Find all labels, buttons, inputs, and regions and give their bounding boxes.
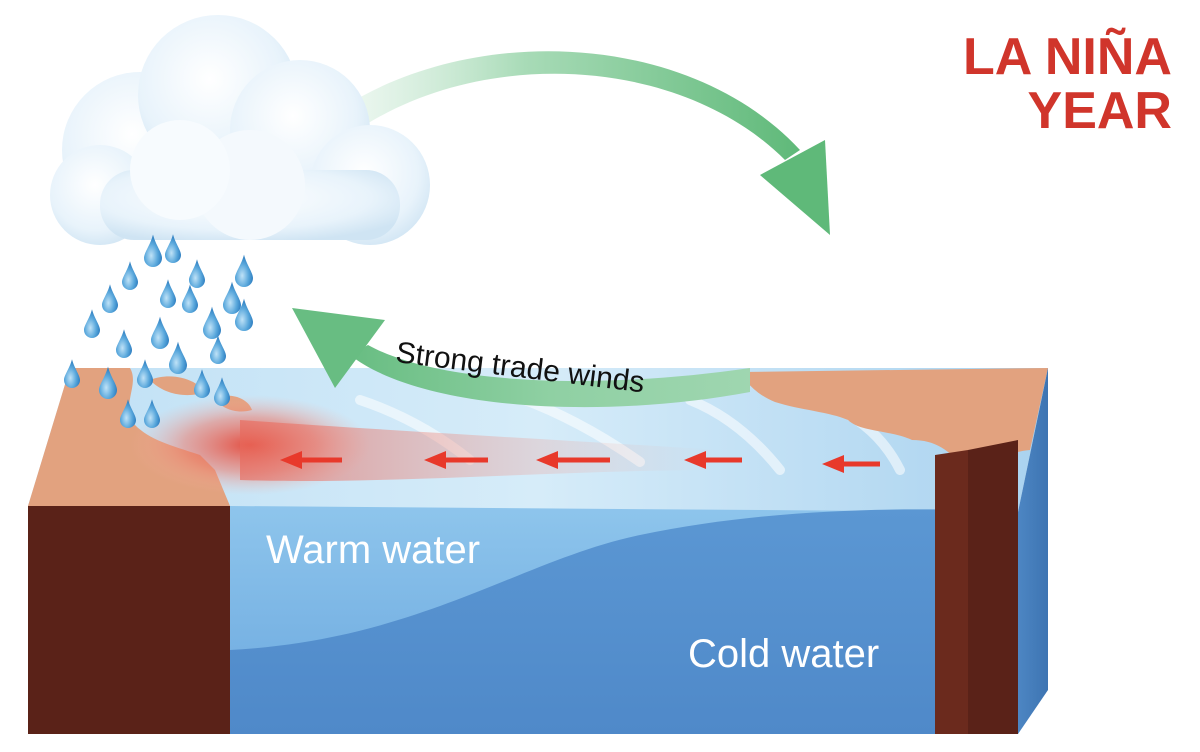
raindrop-icon xyxy=(84,309,100,338)
raindrop-icon xyxy=(189,259,205,288)
cold-water-label: Cold water xyxy=(688,632,880,676)
title-line-2: YEAR xyxy=(1027,82,1172,140)
raindrop-icon xyxy=(151,316,169,349)
title-block: LA NIÑA YEAR xyxy=(963,30,1172,138)
upper-circulation-arrow-icon xyxy=(300,51,830,235)
raindrop-icon xyxy=(214,377,230,406)
earth-east-face xyxy=(968,440,1018,734)
raindrop-icon xyxy=(223,281,241,314)
raindrop-icon xyxy=(116,329,132,358)
rain-drops xyxy=(64,234,253,428)
raindrop-icon xyxy=(165,234,181,263)
raindrop-icon xyxy=(160,279,176,308)
earth-west-side xyxy=(28,506,230,734)
current-arrow-icon xyxy=(822,455,880,473)
surface-current-arrows xyxy=(280,451,880,473)
raindrop-icon xyxy=(210,335,226,364)
raindrop-icon xyxy=(102,284,118,313)
ocean-right-face xyxy=(1018,368,1048,734)
current-arrow-icon xyxy=(280,451,342,469)
rain-cloud-icon xyxy=(50,15,430,245)
raindrop-icon xyxy=(194,369,210,398)
raindrop-icon xyxy=(144,399,160,428)
warm-water-label: Warm water xyxy=(266,528,481,572)
raindrop-icon xyxy=(99,366,117,399)
raindrop-icon xyxy=(122,261,138,290)
raindrop-icon xyxy=(235,254,253,287)
current-arrow-icon xyxy=(684,451,742,469)
warm-tail xyxy=(240,420,720,482)
raindrop-icon xyxy=(182,284,198,313)
title-line-1: LA NIÑA xyxy=(963,28,1172,86)
raindrop-icon xyxy=(235,298,253,331)
raindrop-icon xyxy=(144,234,162,267)
raindrop-icon xyxy=(137,359,153,388)
cold-water-layer xyxy=(230,509,968,734)
earth-east-side xyxy=(935,450,968,734)
raindrop-icon xyxy=(203,306,221,339)
raindrop-icon xyxy=(120,399,136,428)
raindrop-icon xyxy=(169,341,187,374)
raindrop-icon xyxy=(64,359,80,388)
ocean-block xyxy=(28,368,1048,734)
current-arrow-icon xyxy=(536,451,610,469)
trade-winds-arrow-icon xyxy=(292,308,750,408)
land-east xyxy=(740,368,1048,470)
current-arrow-icon xyxy=(424,451,488,469)
